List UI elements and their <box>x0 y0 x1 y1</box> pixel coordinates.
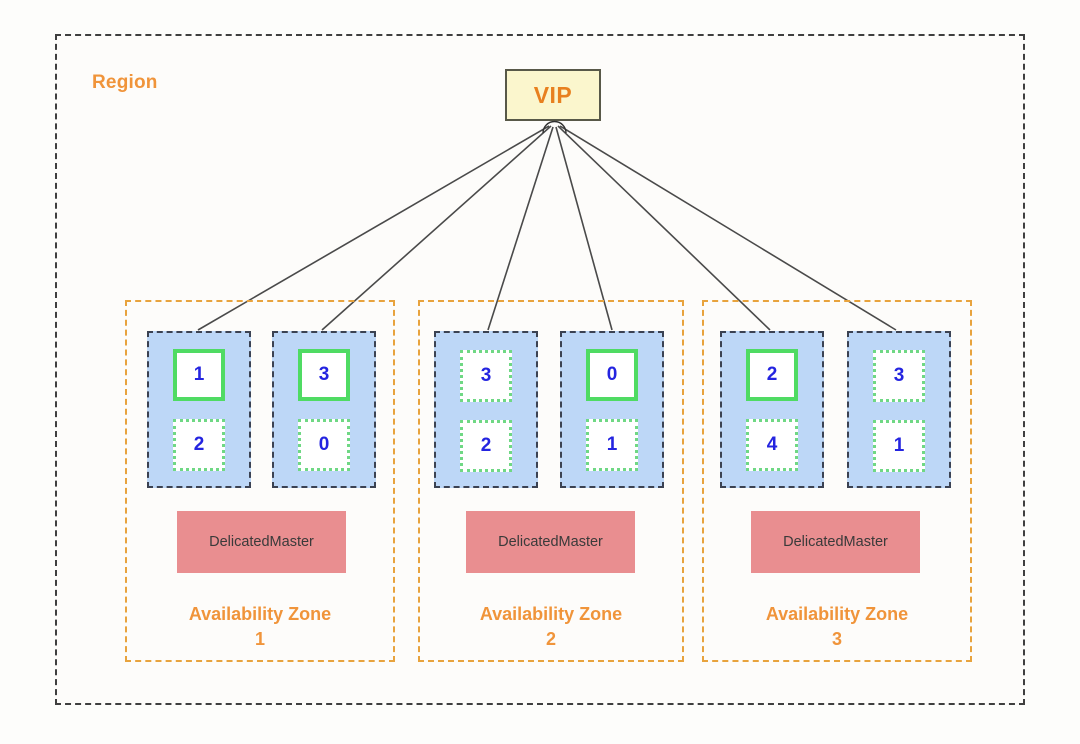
data-node[interactable]: 1 2 <box>147 331 251 488</box>
shard-box-replica: 4 <box>746 419 798 471</box>
data-node[interactable]: 3 2 <box>434 331 538 488</box>
shard-box-primary: 2 <box>746 349 798 401</box>
availability-zone-label-line2: 1 <box>254 629 265 649</box>
shard-box-primary: 1 <box>173 349 225 401</box>
availability-zone-label: Availability Zone 3 <box>704 602 970 652</box>
availability-zone-label: Availability Zone 2 <box>420 602 682 652</box>
data-node[interactable]: 0 1 <box>560 331 664 488</box>
vip-node[interactable]: VIP <box>505 69 601 121</box>
availability-zone-label: Availability Zone 1 <box>127 602 393 652</box>
delicated-master-node[interactable]: DelicatedMaster <box>466 511 635 573</box>
availability-zone-3: 2 4 3 1 DelicatedMaster Availability Zon… <box>702 300 972 662</box>
availability-zone-label-line1: Availability Zone <box>188 604 332 624</box>
delicated-master-node[interactable]: DelicatedMaster <box>177 511 346 573</box>
shard-box-primary: 3 <box>298 349 350 401</box>
data-node[interactable]: 2 4 <box>720 331 824 488</box>
shard-box-replica: 3 <box>460 350 512 402</box>
shard-box-replica: 3 <box>873 350 925 402</box>
availability-zone-label-line2: 2 <box>545 629 556 649</box>
availability-zone-label-line1: Availability Zone <box>479 604 623 624</box>
availability-zone-label-line2: 3 <box>831 629 842 649</box>
shard-box-replica: 0 <box>298 419 350 471</box>
availability-zone-label-line1: Availability Zone <box>765 604 909 624</box>
shard-box-primary: 0 <box>586 349 638 401</box>
data-node[interactable]: 3 1 <box>847 331 951 488</box>
region-label: Region <box>92 72 158 93</box>
shard-box-replica: 2 <box>173 419 225 471</box>
availability-zone-2: 3 2 0 1 DelicatedMaster Availability Zon… <box>418 300 684 662</box>
shard-box-replica: 1 <box>873 420 925 472</box>
availability-zone-1: 1 2 3 0 DelicatedMaster Availability Zon… <box>125 300 395 662</box>
delicated-master-node[interactable]: DelicatedMaster <box>751 511 920 573</box>
shard-box-replica: 1 <box>586 419 638 471</box>
vip-label: VIP <box>533 81 573 108</box>
shard-box-replica: 2 <box>460 420 512 472</box>
data-node[interactable]: 3 0 <box>272 331 376 488</box>
